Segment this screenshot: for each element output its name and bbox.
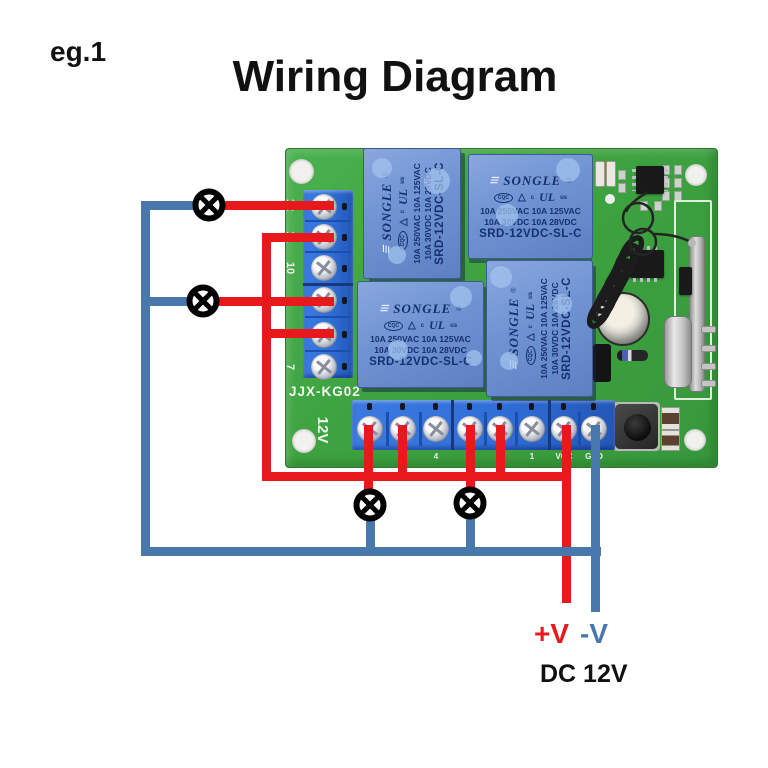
bottom-label-4: 4 [433,452,439,461]
screw-terminal-1 [519,416,545,442]
songle-stripes-logo: ≡ [486,172,502,189]
relay-brand: SONGLE [506,297,521,356]
lamp-symbol-4 [453,486,487,520]
receiver-ic-chip [632,166,668,194]
relay-rating-1: 10A 250VAC 10A 125VAC [539,278,549,379]
terminal-label-10: 10 [284,261,296,275]
bottom-label-1: 1 [529,452,535,461]
positive-voltage-label: +V [534,618,570,649]
triangle-cert-icon: △ [518,192,526,203]
screw-terminal-7 [311,354,337,380]
relay-rating-1: 10A 250VAC 10A 125VAC [370,334,471,344]
ul-logo: UL [539,190,556,204]
relay-brand: SONGLE [503,173,562,188]
cqc-logo: CQC [383,320,404,331]
screw-terminal-10 [311,255,337,281]
relay-rating-1: 10A 250VAC 10A 125VAC [411,163,422,264]
relay-brand: SONGLE [378,182,394,241]
wire-blue-left-riser [141,201,150,556]
diode [617,350,648,361]
mounting-hole [685,164,707,186]
transistor [593,344,611,382]
wire-red-terminal8 [262,329,334,338]
songle-stripes-logo: ≡ [376,300,392,317]
wire-blue-lamp2 [141,297,191,306]
ul-logo: UL [523,303,537,320]
ul-logo: UL [429,318,446,332]
cqc-logo: CQC [525,345,536,366]
wire-red-terminal5-drop [398,425,407,481]
page-title: Wiring Diagram [232,52,558,101]
resistor [661,430,680,451]
mounting-hole [684,429,706,451]
relay-rating-1: 10A 250VAC 10A 125VAC [480,206,581,216]
cqc-logo: CQC [493,192,514,203]
wire-blue-lamp4-drop [466,512,475,556]
spring-antenna-coil [586,190,696,329]
crystal-oscillator [664,316,692,388]
lamp-symbol-1 [192,188,226,222]
wire-red-terminal2-drop [496,425,505,481]
supply-voltage-label: DC 12V [540,660,628,688]
wire-blue-gnd-drop [591,425,600,612]
lamp-symbol-2 [186,284,220,318]
relay-model: SRD-12VDC-SL-C [369,356,472,368]
example-label: eg.1 [50,36,107,67]
mounting-hole [292,429,316,453]
negative-voltage-label: -V [580,618,608,649]
wire-red-terminal6-lamp3 [364,425,373,493]
triangle-cert-icon: △ [525,333,536,341]
solder-joint [688,239,696,247]
capacitor-small [606,161,616,187]
wire-red-vcc-drop [562,425,571,603]
wire-blue-lamp3-drop [366,514,375,556]
mounting-hole [289,159,314,184]
wire-red-terminal11 [262,233,334,242]
triangle-cert-icon: △ [408,320,416,331]
lamp-symbol-3 [353,488,387,522]
board-model-silkscreen: JJX-KG02 [289,384,361,399]
wire-blue-lamp1 [141,201,196,210]
wire-red-lamp2-terminal9 [216,297,334,306]
relay-brand: SONGLE [393,301,452,316]
relay-rating-2: 10A 30VDC 10A 28VDC [484,217,577,227]
relay-rating-2: 10A 30VDC 10A 28VDC [374,345,467,355]
relay-model: SRD-12VDC-SL-C [479,228,582,240]
wire-red-bottom-bus [262,472,571,481]
capacitor-small [595,161,605,187]
resistor [661,407,680,430]
ul-logo: UL [395,188,410,205]
wire-red-left-riser [262,233,271,481]
push-button-cap [624,414,651,441]
screw-terminal-4 [423,416,449,442]
wire-red-lamp1-terminal12 [222,201,334,210]
silkscreen-outline [674,200,712,400]
receiver-module-edge [689,236,705,392]
smd-component [679,267,692,295]
wire-red-terminal3-lamp4 [466,425,475,491]
board-voltage-silkscreen: 12V [314,416,331,444]
triangle-cert-icon: △ [397,218,409,226]
terminal-label-7: 7 [284,363,296,371]
